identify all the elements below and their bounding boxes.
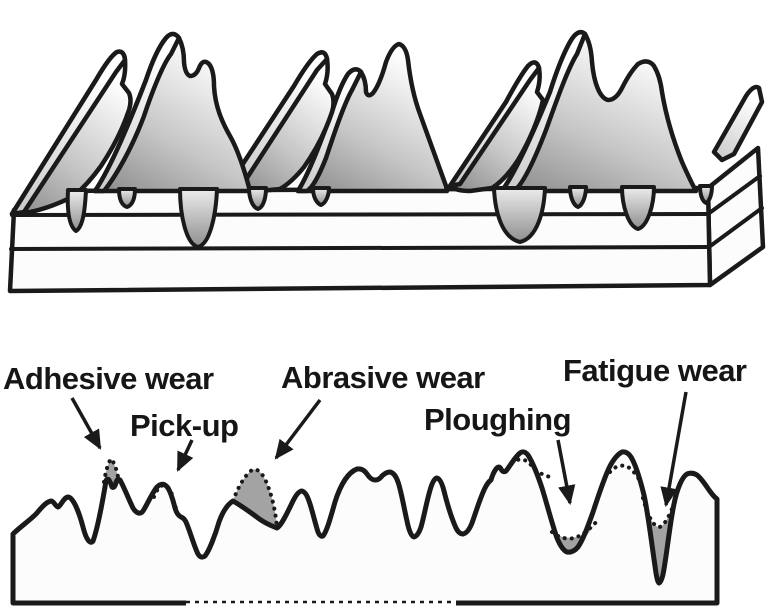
label-pick-up: Pick-up [130, 408, 239, 443]
arrow-pick-up [176, 439, 194, 472]
arrow-abrasive-wear [274, 398, 322, 460]
arrow-adhesive-wear [70, 397, 102, 450]
block-right-face [705, 145, 766, 288]
abrasive-wear-region [233, 469, 277, 528]
dotted-original-surface [102, 456, 676, 541]
label-fatigue-wear: Fatigue wear [563, 353, 747, 388]
arrow-fatigue-wear [660, 391, 688, 508]
roughness-profile [13, 452, 717, 607]
annotation-arrows [70, 391, 688, 508]
label-abrasive-wear: Abrasive wear [281, 360, 485, 395]
ploughing-region [552, 521, 598, 553]
arrow-ploughing [556, 439, 576, 506]
surface-asperity-ridges [9, 30, 765, 217]
surface-drips [65, 184, 714, 249]
label-ploughing: Ploughing [424, 402, 572, 437]
block-front-face [7, 185, 713, 294]
surface-3d-block [7, 30, 766, 294]
label-adhesive-wear: Adhesive wear [3, 361, 214, 396]
